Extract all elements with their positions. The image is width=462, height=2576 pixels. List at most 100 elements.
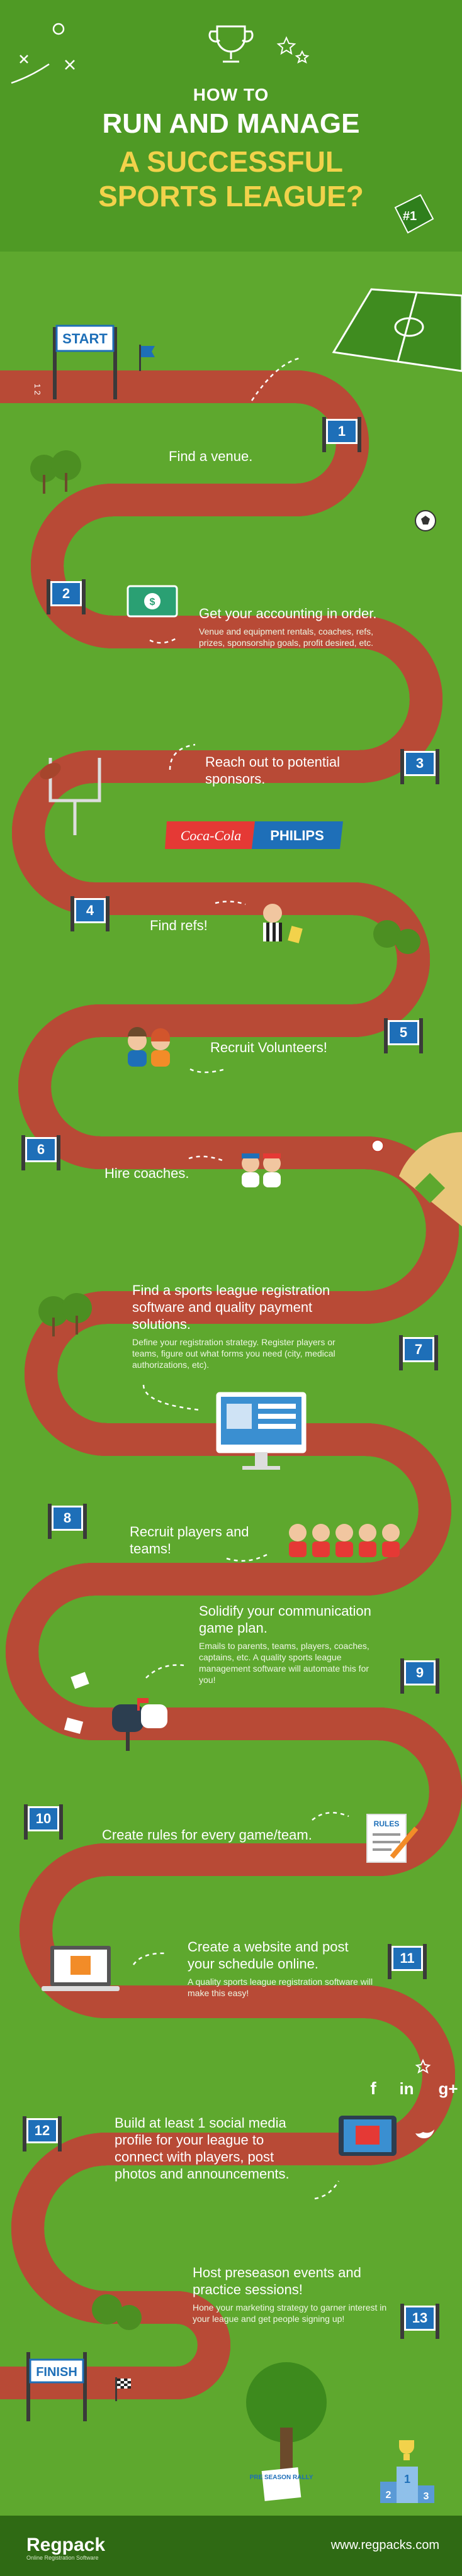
step-8: Recruit players and teams! bbox=[130, 1523, 249, 1557]
linkedin-icon: in bbox=[399, 2079, 414, 2098]
step-number-12: 12 bbox=[23, 2116, 62, 2151]
players-icon bbox=[289, 1524, 400, 1557]
step-number-10: 10 bbox=[24, 1804, 63, 1840]
baseball-icon bbox=[371, 1140, 384, 1152]
laptop-icon bbox=[42, 1946, 120, 1991]
step-7-description: Define your registration strategy. Regis… bbox=[132, 1337, 335, 1370]
step-number-2: 2 bbox=[47, 579, 86, 614]
goal-post-icon bbox=[48, 758, 101, 835]
mailbox-icon bbox=[64, 1672, 167, 1751]
title-line-sports-league: SPORTS LEAGUE? bbox=[98, 180, 364, 213]
volunteers-icon bbox=[128, 1027, 170, 1067]
google-plus-icon: g+ bbox=[438, 2079, 458, 2098]
step-4-title: Find refs! bbox=[150, 918, 208, 933]
finish-gate bbox=[26, 2352, 87, 2421]
title-how-to: HOW TO bbox=[193, 85, 269, 104]
step-number-7: 7 bbox=[399, 1335, 438, 1370]
bush-icon bbox=[30, 450, 81, 494]
step-number-6: 6 bbox=[21, 1135, 60, 1170]
step-9-title: Solidify your communication game plan. bbox=[199, 1603, 371, 1636]
step-5-title: Recruit Volunteers! bbox=[210, 1040, 327, 1055]
step-number-8: 8 bbox=[48, 1504, 87, 1539]
tree-icon bbox=[246, 2362, 327, 2501]
star-icon bbox=[276, 36, 310, 64]
footer bbox=[0, 2516, 462, 2576]
play-diagram-icon bbox=[11, 23, 75, 84]
step-number-4: 4 bbox=[70, 896, 110, 931]
step-10-title: Create rules for every game/team. bbox=[102, 1827, 312, 1843]
soccer-ball-icon bbox=[415, 510, 436, 531]
podium-second: 2 bbox=[386, 2490, 392, 2501]
step-6: Hire coaches. bbox=[104, 1165, 230, 1182]
step-2: Get your accounting in order. Venue and … bbox=[199, 605, 388, 648]
referee-icon bbox=[263, 904, 303, 943]
computer-icon bbox=[216, 1392, 307, 1470]
step-11: Create a website and post your schedule … bbox=[188, 1938, 376, 1999]
step-7-title: Find a sports league registration softwa… bbox=[132, 1282, 330, 1332]
step-number-5: 5 bbox=[384, 1018, 423, 1053]
step-6-title: Hire coaches. bbox=[104, 1165, 189, 1181]
blue-flag-icon bbox=[139, 345, 155, 371]
step-3-title: Reach out to potential sponsors. bbox=[205, 754, 341, 787]
rally-sign-label: PRE SEASON RALLY bbox=[250, 2474, 313, 2481]
step-9: Solidify your communication game plan. E… bbox=[199, 1602, 388, 1685]
step-number-11: 11 bbox=[388, 1944, 427, 1979]
twitter-icon bbox=[415, 2129, 434, 2138]
step-12: Build at least 1 social media profile fo… bbox=[115, 2114, 310, 2182]
podium-third: 3 bbox=[424, 2491, 429, 2502]
step-number-13: 13 bbox=[400, 2304, 439, 2339]
step-4: Find refs! bbox=[150, 917, 251, 934]
podium-trophy-icon bbox=[380, 2440, 434, 2503]
start-gate bbox=[53, 325, 117, 399]
badge-label: #1 bbox=[403, 209, 417, 223]
dashed-arrow-icon bbox=[132, 357, 349, 2200]
step-13: Host preseason events and practice sessi… bbox=[193, 2264, 394, 2324]
bush-icon bbox=[38, 1293, 92, 1336]
start-label: START bbox=[62, 331, 108, 347]
baseball-field-icon bbox=[399, 1132, 462, 1226]
step-2-title: Get your accounting in order. bbox=[199, 606, 377, 621]
step-number-1: 1 bbox=[322, 417, 361, 452]
step-13-title: Host preseason events and practice sessi… bbox=[193, 2265, 361, 2297]
coca-cola-banner bbox=[165, 821, 255, 849]
finish-label: FINISH bbox=[36, 2365, 77, 2379]
football-icon bbox=[40, 762, 61, 780]
philips-banner bbox=[252, 821, 343, 849]
trophy-icon bbox=[208, 25, 254, 63]
header-background bbox=[0, 0, 462, 252]
sponsor-philips: PHILIPS bbox=[270, 828, 324, 843]
checkered-flag-icon bbox=[115, 2377, 131, 2401]
step-13-description: Hone your marketing strategy to garner i… bbox=[193, 2302, 387, 2324]
soccer-field-icon bbox=[332, 288, 462, 372]
footer-website-link[interactable]: www.regpacks.com bbox=[330, 2538, 439, 2552]
podium-first: 1 bbox=[404, 2473, 410, 2485]
step-5: Recruit Volunteers! bbox=[210, 1039, 361, 1056]
brand-name: Regpack bbox=[26, 2534, 106, 2555]
step-10: Create rules for every game/team. bbox=[102, 1826, 316, 1843]
bush-icon bbox=[373, 920, 420, 954]
step-number-3: 3 bbox=[400, 749, 439, 784]
facebook-icon: f bbox=[370, 2079, 376, 2098]
number-one-badge-icon bbox=[394, 194, 434, 234]
lane-marks: 1 2 bbox=[33, 384, 42, 395]
bush-icon bbox=[92, 2294, 142, 2330]
step-9-description: Emails to parents, teams, players, coach… bbox=[199, 1641, 369, 1685]
step-11-title: Create a website and post your schedule … bbox=[188, 1939, 349, 1972]
coaches-icon bbox=[242, 1153, 281, 1187]
step-8-title: Recruit players and teams! bbox=[130, 1524, 249, 1557]
step-7: Find a sports league registration softwa… bbox=[132, 1282, 340, 1370]
svg-text:$: $ bbox=[150, 597, 155, 608]
step-2-description: Venue and equipment rentals, coaches, re… bbox=[199, 626, 374, 648]
footer-brand[interactable]: Regpack Online Registration Software bbox=[26, 2534, 105, 2561]
sponsor-coca-cola: Coca-Cola bbox=[181, 828, 242, 843]
title-line-run-and-manage: RUN AND MANAGE bbox=[102, 108, 360, 139]
step-1-title: Find a venue. bbox=[169, 448, 253, 464]
step-12-title: Build at least 1 social media profile fo… bbox=[115, 2115, 290, 2182]
step-number-9: 9 bbox=[400, 1658, 439, 1694]
step-3: Reach out to potential sponsors. bbox=[205, 753, 356, 787]
title-line-successful: A SUCCESSFUL bbox=[118, 145, 344, 178]
brand-tagline: Online Registration Software bbox=[26, 2555, 99, 2561]
money-icon: $ bbox=[127, 585, 178, 618]
tablet-icon bbox=[339, 2116, 397, 2156]
